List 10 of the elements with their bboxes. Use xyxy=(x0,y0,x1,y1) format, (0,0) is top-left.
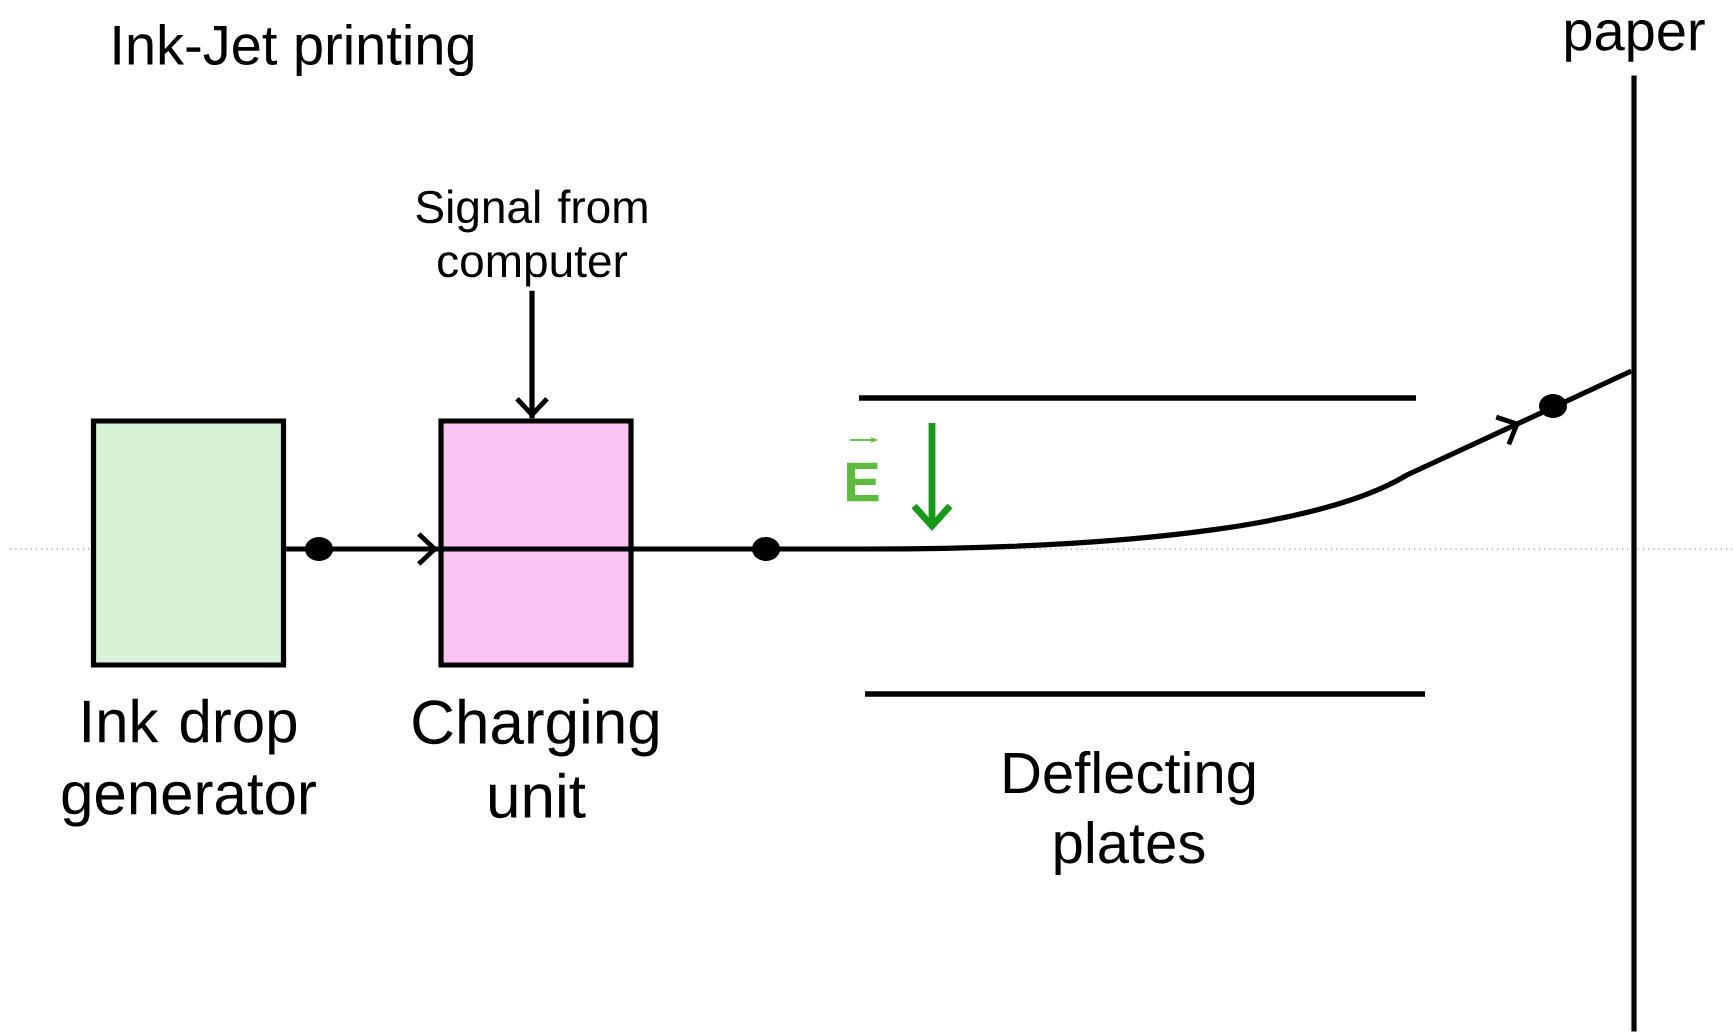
title: Ink-Jet printing xyxy=(114,23,473,77)
paper-sheet: paper xyxy=(1566,20,1705,1032)
signal-text: Signal from computer xyxy=(416,189,647,287)
node-label: Charging unit xyxy=(413,698,658,819)
unit-box: Charging unit xyxy=(413,418,658,819)
plates-label: Deflecting plates xyxy=(1004,750,1255,876)
unit-box: Ink drop generator xyxy=(62,418,316,827)
node-label: Ink drop generator xyxy=(62,698,316,827)
arrow xyxy=(286,532,439,566)
arrow xyxy=(515,290,549,419)
